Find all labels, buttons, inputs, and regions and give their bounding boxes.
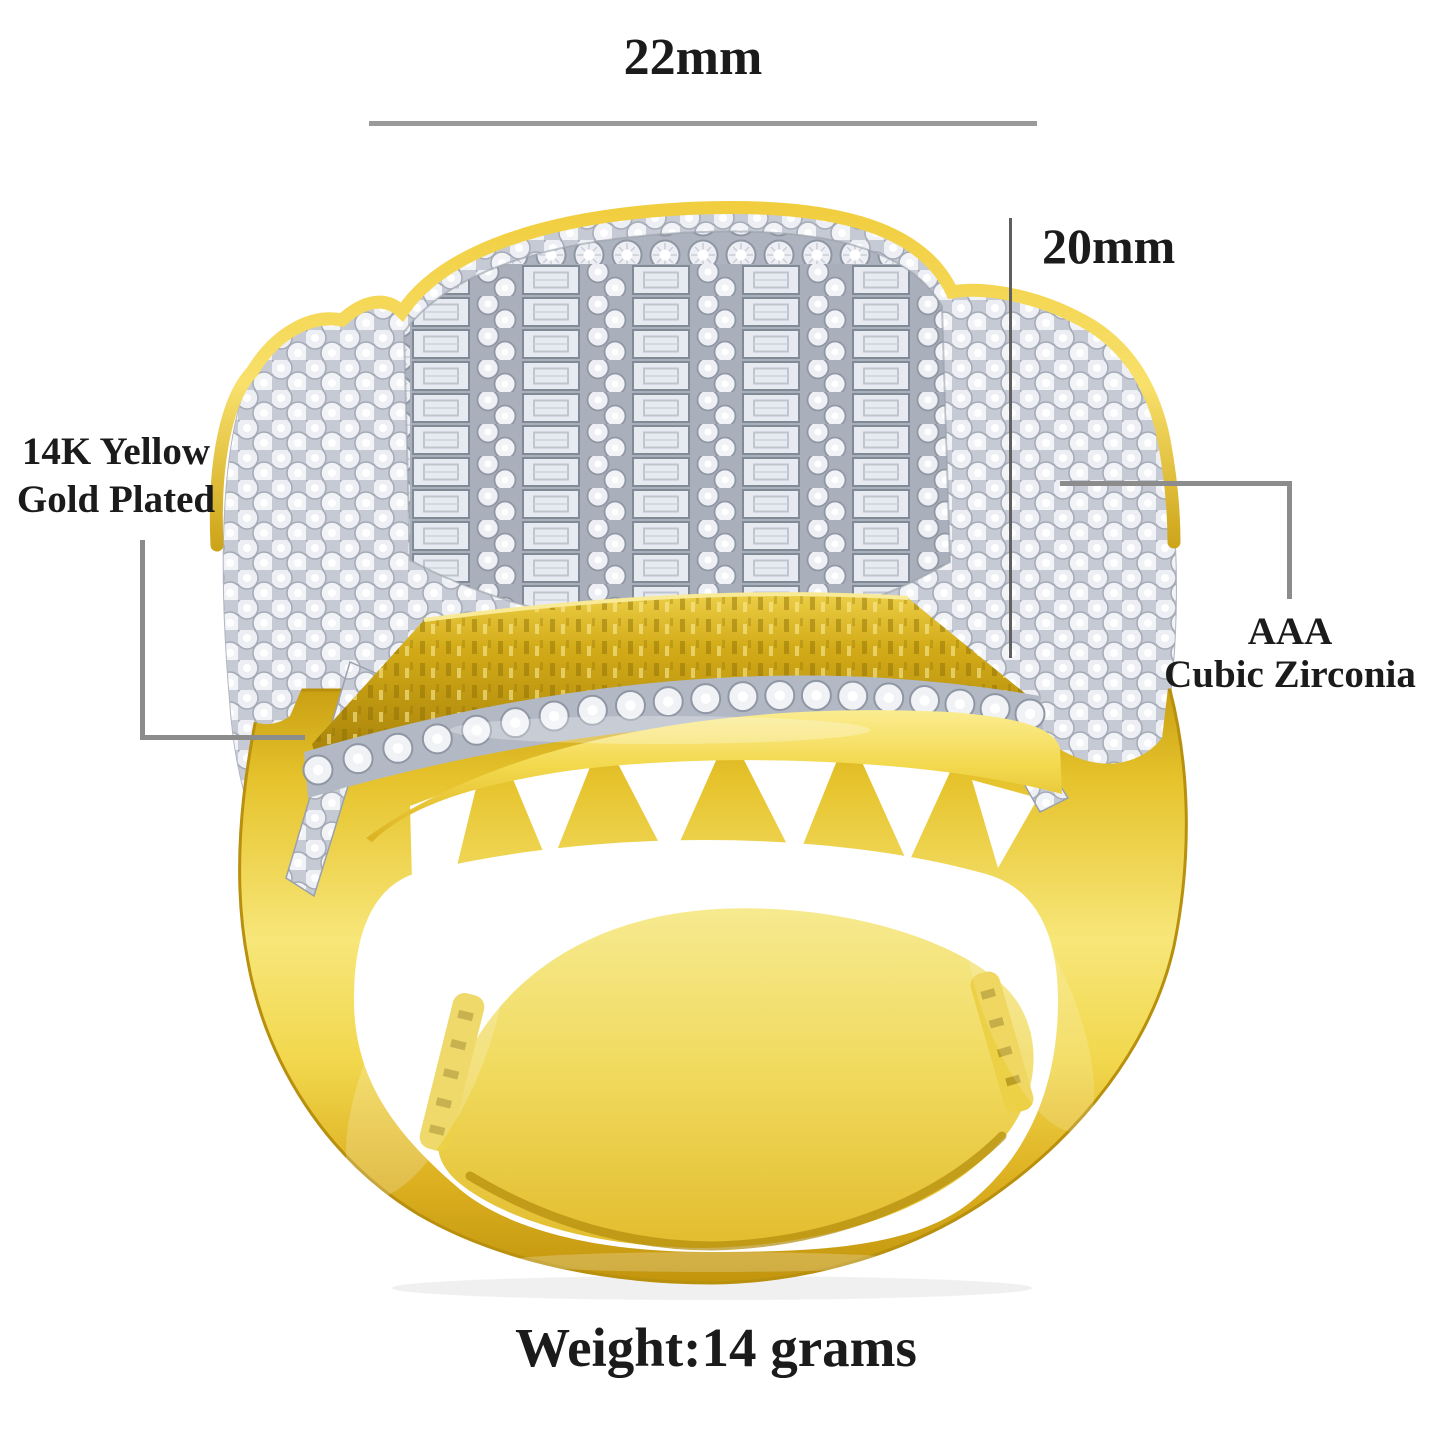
stone-quality-label: AAA Cubic Zirconia: [1140, 610, 1440, 696]
material-label-line1: 14K Yellow: [21, 430, 211, 473]
hallmark-right: [970, 971, 1034, 1113]
hallmark-left: [419, 993, 485, 1151]
material-label-line2: Gold Plated: [16, 478, 216, 521]
collar-stone-row-stones: [302, 679, 1046, 786]
stone-leader-line-vertical: [1287, 481, 1292, 599]
ring-face-stones: [402, 230, 952, 636]
gold-top-edge: [209, 200, 1181, 552]
shank-highlights: [345, 888, 1095, 1272]
material-label: 14K Yellow Gold Plated: [0, 428, 232, 524]
collar-ledge: [366, 710, 1062, 842]
width-dimension-line: [369, 121, 1037, 126]
material-leader-line-horizontal: [140, 735, 305, 740]
material-leader-line-vertical: [140, 540, 145, 740]
stone-quality-label-line2: Cubic Zirconia: [1164, 653, 1416, 696]
stone-leader-line-horizontal: [1060, 481, 1292, 486]
stone-quality-label-line1: AAA: [1247, 610, 1333, 653]
inner-band-surface: [419, 908, 1034, 1251]
width-dimension-label: 22mm: [623, 29, 763, 86]
collar-stone-row: [302, 675, 1046, 798]
height-dimension-line: [1009, 218, 1012, 658]
ground-shadow: [392, 1276, 1032, 1300]
weight-label: Weight:14 grams: [515, 1317, 917, 1378]
height-dimension-label: 20mm: [1042, 218, 1176, 274]
